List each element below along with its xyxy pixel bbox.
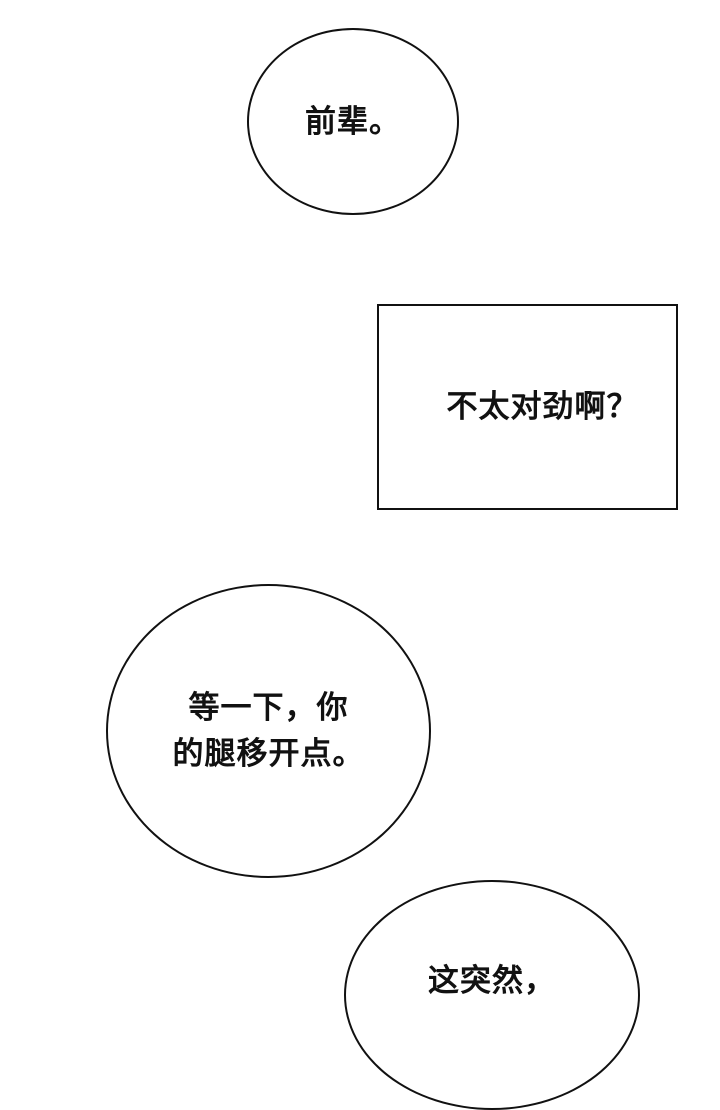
speech-bubble-3: 这突然， <box>344 880 640 1110</box>
text-line: 前辈。 <box>305 103 401 140</box>
caption-text: 不太对劲啊？ <box>447 384 639 430</box>
text-line: 这突然， <box>428 963 556 999</box>
bubble-text: 前辈。 <box>305 99 401 145</box>
speech-bubble-2: 等一下，你 的腿移开点。 <box>106 584 431 878</box>
bubble-text: 等一下，你 的腿移开点。 <box>173 685 365 777</box>
text-line: 等一下，你 <box>188 690 349 726</box>
caption-box: 不太对劲啊？ <box>377 304 678 510</box>
speech-bubble-1: 前辈。 <box>247 28 459 215</box>
text-line: 不太对劲啊？ <box>446 389 639 425</box>
text-line: 的腿移开点。 <box>172 736 365 772</box>
bubble-text: 这突然， <box>428 958 556 1004</box>
